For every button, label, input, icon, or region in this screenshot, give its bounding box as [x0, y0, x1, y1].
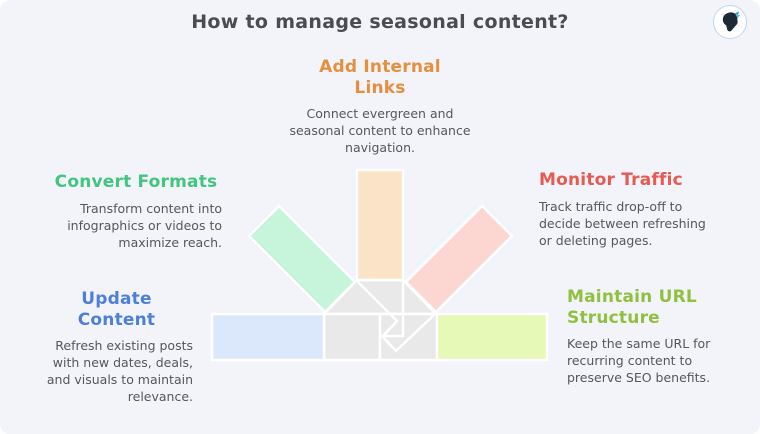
section-description: Track traffic drop-off to decide between…	[539, 198, 706, 248]
arrow-convert-formats	[247, 204, 357, 314]
heading-line-1: Maintain URL	[567, 287, 697, 307]
section-heading: Monitor Traffic	[539, 170, 683, 190]
arrow-monitor-traffic	[404, 204, 514, 314]
arrow-internal-links	[355, 168, 405, 282]
head-butterfly-icon	[722, 11, 741, 32]
section-description: Keep the same URL for recurring content …	[567, 336, 711, 386]
page-title: How to manage seasonal content?	[191, 11, 569, 33]
section-heading: Convert Formats	[54, 172, 218, 192]
section-monitor-traffic: Monitor Traffic Track traffic drop-off t…	[539, 170, 721, 249]
section-heading: Update Content	[77, 289, 156, 330]
merge-chevron	[380, 312, 437, 353]
section-description: Transform content into infographics or v…	[67, 200, 222, 250]
section-description: Connect evergreen and seasonal content t…	[289, 106, 471, 156]
section-heading: Add Internal Links	[283, 57, 477, 98]
heading-line-2: Links	[354, 77, 406, 98]
merge-square-left	[322, 312, 382, 362]
section-description: Refresh existing posts with new dates, d…	[46, 338, 193, 405]
heading-line-1: Add Internal	[319, 57, 441, 77]
arrow-update-content	[210, 312, 326, 362]
arrow-maintain-url	[435, 312, 549, 362]
heading-line-2: Structure	[567, 307, 660, 328]
section-add-internal-links: Add Internal Links Connect evergreen and…	[283, 57, 477, 156]
section-update-content: Update Content Refresh existing posts wi…	[40, 289, 193, 405]
section-convert-formats: Convert Formats Transform content into i…	[50, 172, 222, 251]
section-maintain-url-structure: Maintain URL Structure Keep the same URL…	[567, 287, 745, 386]
section-heading: Maintain URL Structure	[567, 287, 745, 328]
brand-logo[interactable]	[713, 5, 747, 39]
